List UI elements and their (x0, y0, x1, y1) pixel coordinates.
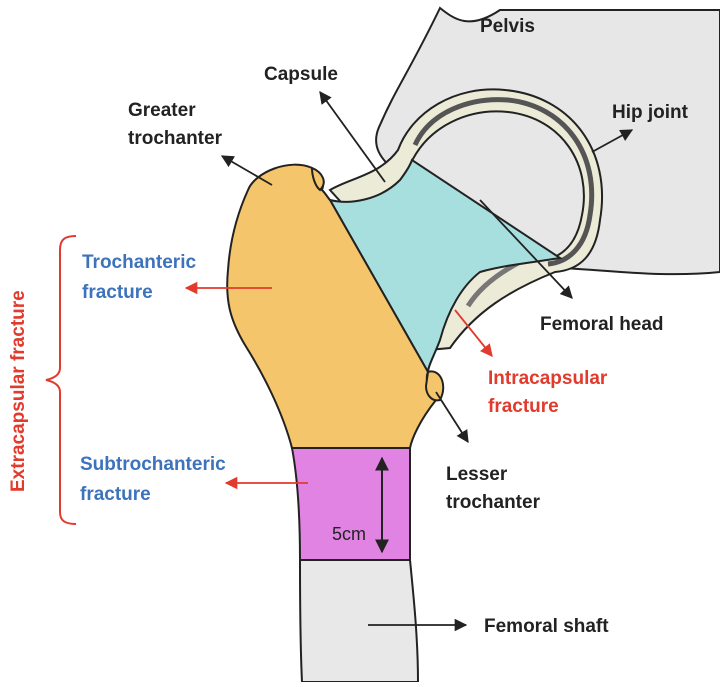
pelvis-label: Pelvis (480, 16, 535, 37)
intracapsular-region (327, 158, 563, 376)
lesser-trochanter-pointer (435, 391, 469, 444)
joint-line (412, 97, 595, 267)
greater-trochanter-label-1: Greater (128, 100, 196, 121)
intracapsular-pointer (454, 309, 493, 357)
capsule-pointer (319, 90, 386, 183)
femoral-head-pointer (479, 199, 573, 299)
subtrochanteric-label-1: Subtrochanteric (80, 454, 226, 475)
greater-trochanter-pointer (220, 155, 273, 186)
femoral-head-label: Femoral head (540, 314, 664, 335)
greater-trochanter-tip (310, 166, 325, 192)
lesser-trochanter-bump (424, 370, 445, 402)
extracapsular-label: Extracapsular fracture (8, 290, 29, 492)
five-cm-label: 5cm (332, 524, 366, 544)
femoral-shaft-label: Femoral shaft (484, 616, 609, 637)
intracapsular-label-2: fracture (488, 396, 559, 417)
femoral-shaft-shape (298, 559, 420, 683)
intracapsular-label-1: Intracapsular (488, 368, 608, 389)
lesser-trochanter-label-1: Lesser (446, 464, 508, 485)
hip-joint-label: Hip joint (612, 102, 689, 123)
trochanteric-label-1: Trochanteric (82, 252, 196, 273)
lesser-trochanter-label-2: trochanter (446, 492, 541, 513)
subtrochanteric-label-2: fracture (80, 484, 151, 505)
trochanteric-label-2: fracture (82, 282, 153, 303)
extracapsular-bracket (45, 235, 77, 525)
greater-trochanter-label-2: trochanter (128, 128, 223, 149)
hip-joint-pointer (591, 129, 634, 153)
capsule-label: Capsule (264, 64, 338, 85)
